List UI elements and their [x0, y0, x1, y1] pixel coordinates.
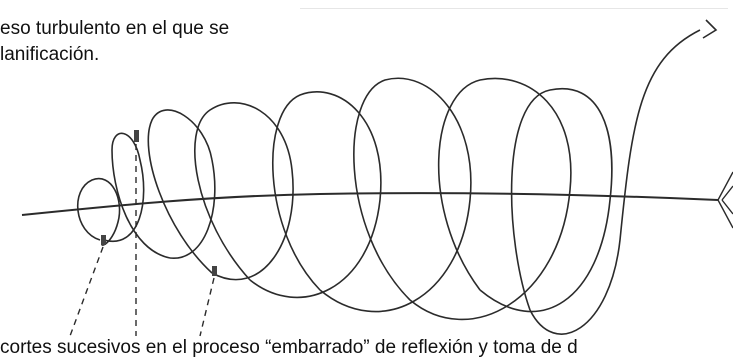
- spiral-exit: [529, 29, 701, 335]
- caption-top-line-2: lanificación.: [0, 44, 100, 65]
- loop-2: [103, 132, 171, 259]
- loop-5: [249, 91, 382, 299]
- cut-marker-1: [101, 235, 106, 245]
- loop-4: [194, 101, 294, 281]
- loop-8: [479, 87, 613, 313]
- arrow-tail-icon: [717, 171, 733, 229]
- leader-line-1: [69, 246, 104, 337]
- figure-border: [300, 8, 728, 17]
- cut-marker-3: [212, 266, 217, 276]
- loop-1: [77, 177, 121, 246]
- caption-top: eso turbulento en el que se lanificación…: [0, 16, 229, 68]
- spiral-curve: [77, 29, 701, 335]
- caption-top-line-1: eso turbulento en el que se: [0, 18, 230, 39]
- leader-line-3: [199, 277, 215, 337]
- loop-7: [409, 77, 572, 321]
- loop-6: [319, 77, 472, 313]
- arrow-head-icon: [702, 19, 718, 39]
- timeline-axis: [21, 192, 719, 216]
- cut-marker-2: [134, 130, 139, 142]
- caption-bottom: cortes sucesivos en el proceso “embarrad…: [0, 337, 578, 358]
- loop-3: [147, 109, 216, 274]
